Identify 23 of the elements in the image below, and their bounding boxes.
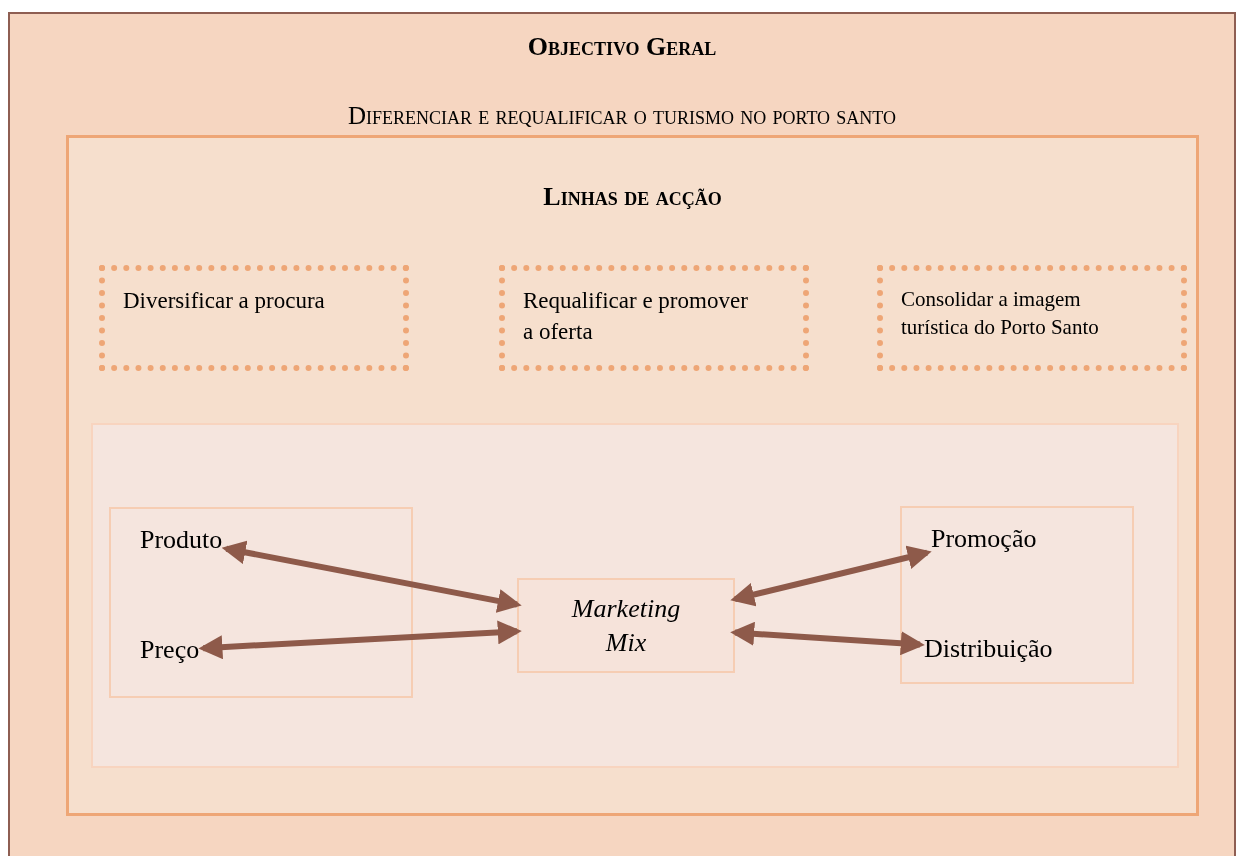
inner-panel: [91, 423, 1179, 768]
double-arrow: [730, 621, 925, 656]
heading: Objectivo Geral: [526, 32, 718, 62]
double-arrow: [198, 620, 522, 660]
double-arrow: [730, 545, 932, 607]
item-text: Diversificar a procura: [123, 287, 326, 315]
node-label: Preço: [136, 633, 204, 667]
dotted-box: [99, 265, 409, 371]
center-box: Marketing Mix: [517, 578, 735, 673]
heading: Linhas de acção: [542, 182, 723, 212]
double-arrow: [221, 540, 522, 613]
node-label: Produto: [136, 523, 227, 557]
subheading: Diferenciar e requalificar o turismo no porto santo: [346, 102, 898, 130]
objective-panel: [8, 12, 1236, 856]
item-text: Consolidar a imagem turística do Porto Santo: [901, 286, 1100, 342]
group-box: [900, 506, 1134, 684]
dotted-box: [877, 265, 1187, 371]
node-label: Distribuição: [920, 632, 1057, 666]
item-text: Requalificar e promover a oferta: [523, 287, 749, 347]
node-label: Promoção: [927, 522, 1041, 556]
group-box: [109, 507, 413, 698]
action-lines-panel: [66, 135, 1199, 816]
dotted-box: [499, 265, 809, 371]
